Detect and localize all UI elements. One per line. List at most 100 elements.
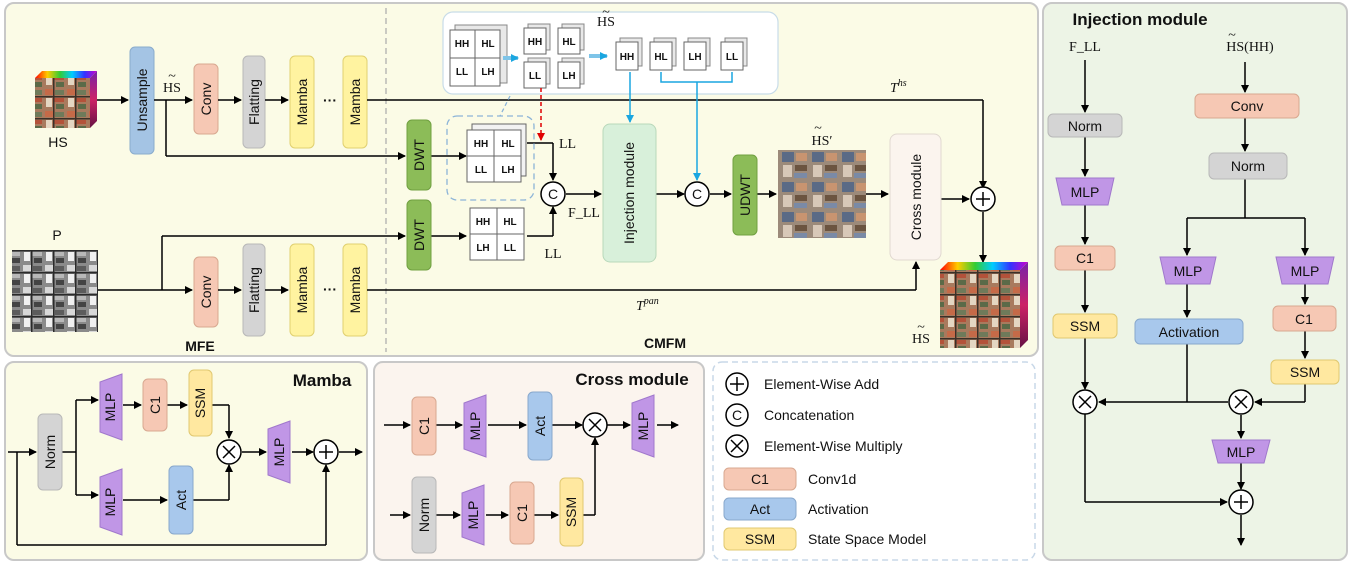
mamba-label-hs-2: Mamba [347,78,363,125]
injection-mlp-out [1211,439,1271,464]
concat-symbol-1: C [548,186,558,202]
hs-prime-image [778,150,866,238]
injection-add-node [1228,489,1254,515]
mamba-mlp-bottom-label: MLP [102,488,118,517]
subband-hs-tilde: ~ [602,5,610,20]
injection-module-block [602,123,657,263]
mamba-panel-title: Mamba [293,371,352,390]
subband-stack: HH HL LL LH [449,24,508,87]
injection-conv-label: Conv [1231,98,1264,114]
legend-act-label: Activation [808,501,869,517]
hs-output-tilde: ~ [917,320,925,335]
dwt-label-hs: DWT [411,139,427,171]
cross-mlp-top-label: MLP [467,412,483,441]
svg-text:LH: LH [481,67,494,78]
cross-norm-block [411,476,437,554]
mamba-panel-arrows [8,396,363,546]
legend-add-label: Element-Wise Add [764,376,879,392]
svg-text:LL: LL [529,71,541,82]
svg-text:LH: LH [688,52,701,63]
cross-c1-bottom-label: C1 [514,504,530,522]
cross-mlp-bottom-label: MLP [465,501,481,530]
mamba-block-pan-1 [289,243,315,337]
svg-text:LL: LL [475,165,487,176]
dwt-label-pan: DWT [411,219,427,251]
mamba-add-node [313,439,339,465]
legend-act-symbol: Act [750,501,770,517]
subband-hh-tile: HH [523,23,551,55]
ll-label-pan: LL [544,247,561,262]
t-hs-label: Ths [890,78,907,96]
cross-mlp-top [463,394,487,458]
mamba-mlp-out [267,420,291,484]
injection-activation-label: Activation [1159,324,1220,340]
legend-ssm-label: State Space Model [808,531,926,547]
cross-c1-top-label: C1 [416,417,432,435]
mamba-c1-block [142,378,168,432]
unsample-label: Unsample [134,68,150,131]
mamba-label-pan-2: Mamba [347,266,363,313]
mamba-block-hs-1 [289,55,315,149]
zoom-connector [499,95,511,117]
mamba-mlp-top [99,373,123,441]
legend-c1-swatch [723,467,797,491]
conv-label-hs: Conv [198,83,214,116]
svg-text:HL: HL [562,37,575,48]
hs-tilde-label: HS [163,81,181,96]
cross-c1-top-block [411,396,437,456]
cross-mlp-bottom [461,484,485,546]
flatting-block-hs [242,55,266,149]
mamba-mlp-top-label: MLP [102,393,118,422]
injection-c1-right [1272,305,1337,332]
mamba-c1-label: C1 [147,396,163,414]
injection-hs-hh-tilde: ~ [1228,28,1236,43]
svg-text:HH: HH [474,139,488,150]
legend-multiply [725,434,749,458]
mamba-act-label: Act [173,490,189,510]
injection-ssm-right [1270,359,1340,385]
dwt-pan-subbands: HH HL LH LL [469,207,525,261]
ll-label-hs: LL [559,137,576,152]
injection-module-label: Injection module [621,142,637,244]
cross-ssm-label: SSM [563,497,579,527]
injection-norm-right [1208,152,1288,180]
injection-norm-left-label: Norm [1068,118,1102,134]
ellipsis-pan: ··· [323,281,337,297]
legend-add [725,372,749,396]
svg-text:HH: HH [620,52,634,63]
mamba-block-hs-2 [342,55,368,149]
svg-text:HH: HH [528,37,542,48]
mamba-act-block [168,465,194,535]
subband-ll-tile: LL [523,57,551,89]
hs-input-image [35,71,97,128]
legend-ssm-swatch [723,527,797,551]
hs-output-image [940,262,1028,348]
subband-row: HH HL LH LL [615,37,748,71]
injection-c1-right-label: C1 [1295,311,1313,327]
svg-text:HH: HH [476,217,490,228]
concat-node-2 [684,181,710,207]
injection-f-ll-label: F_LL [1069,40,1101,55]
hs-output-label: HS [912,332,930,347]
injection-multiply-left [1072,389,1098,415]
svg-text:HH: HH [455,39,469,50]
ellipsis-hs: ··· [323,92,337,108]
mamba-label-hs-1: Mamba [294,78,310,125]
cross-module-panel [373,361,705,561]
legend-concat-symbol: C [732,407,742,423]
mamba-panel [4,361,368,561]
mamba-norm-label: Norm [42,435,58,469]
mamba-mlp-bottom [99,468,123,536]
hs-tilde-mark: ~ [168,69,176,84]
injection-mlp-mid [1159,256,1217,285]
subband-hl-tile: HL [557,23,585,55]
svg-text:HL: HL [501,139,514,150]
cross-panel-title: Cross module [575,370,688,389]
injection-mlp-right [1275,256,1335,285]
concat-symbol-2: C [692,186,702,202]
svg-text:HL: HL [654,52,667,63]
conv-label-pan: Conv [198,276,214,309]
cross-c1-bottom-block [509,481,535,545]
